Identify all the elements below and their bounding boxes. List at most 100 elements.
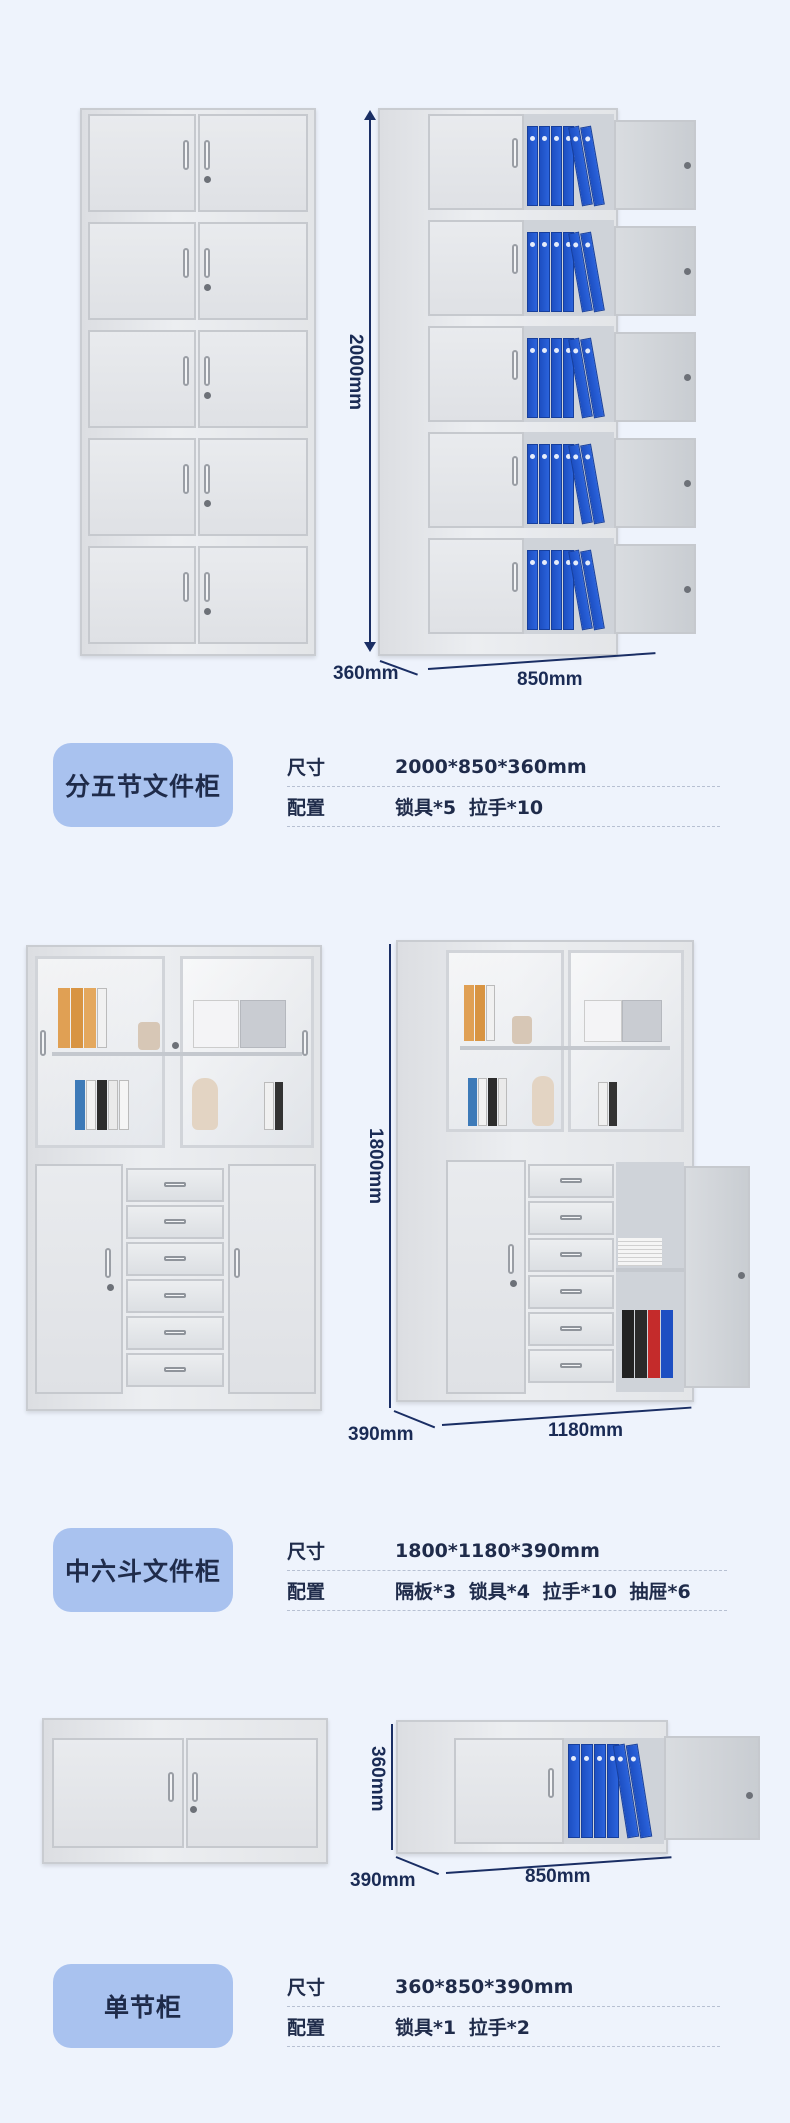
handle-icon [183,464,189,494]
binder-black [622,1310,634,1378]
drawer-pull-icon [164,1367,186,1372]
binder-icon [527,232,538,312]
cabinet-door-open [614,226,696,316]
cabinet-door-closed [428,326,524,422]
drawer-pull-icon [164,1293,186,1298]
cabinet-door-open [614,438,696,528]
drawer [126,1242,224,1276]
spec-value: 隔板*3 锁具*4 拉手*10 抽屉*6 [395,1581,691,1603]
drawer-pull-icon [164,1219,186,1224]
binder-icon [539,338,550,418]
drawer [126,1353,224,1387]
spec-row-config-1: 配置 锁具*5 拉手*10 [287,787,720,827]
drawer [528,1201,614,1235]
handle-icon [512,350,518,380]
binder-black [635,1310,647,1378]
drawer [126,1205,224,1239]
lock-icon [684,586,691,593]
product-2-name-tag: 中六斗文件柜 [53,1528,233,1612]
cabinet-door-left [88,546,196,644]
drawer [528,1238,614,1272]
handle-icon [512,456,518,486]
lock-icon [204,284,211,291]
spec-value: 2000*850*360mm [395,755,587,778]
lock-icon [204,500,211,507]
product-3-front-door-left [52,1738,184,1848]
cabinet-door-right [198,546,308,644]
product-2-open-door-left [446,1160,526,1394]
cabinet-door-left [88,222,196,320]
spec-value: 锁具*1 拉手*2 [395,2017,530,2039]
handle-icon [204,464,210,494]
binder-icon [527,126,538,206]
paper-stack [618,1238,662,1266]
cabinet-door-closed [428,220,524,316]
book [609,1082,617,1126]
shelf [460,1046,670,1050]
product-2-front-door-left [35,1164,123,1394]
binder-icon [539,550,550,630]
product-2-front-door-right [228,1164,316,1394]
product-3-name-tag: 单节柜 [53,1964,233,2048]
binder-icon [527,338,538,418]
shelf [616,1268,684,1272]
book [488,1078,497,1126]
binder-icon [551,338,562,418]
book [475,985,485,1041]
spec-row-size-3: 尺寸 360*850*390mm [287,1967,720,2007]
handle-icon [105,1248,111,1278]
book [58,988,70,1048]
lock-icon [684,162,691,169]
binder-icon [539,444,550,524]
spec-row-config-3: 配置 锁具*1 拉手*2 [287,2007,720,2047]
drawer-pull-icon [164,1182,186,1187]
lock-icon [684,268,691,275]
drawer-pull-icon [560,1289,582,1294]
dim-depth-label-3: 390mm [350,1870,416,1891]
dim-height-label-1: 2000mm [345,334,366,411]
book [108,1080,118,1130]
book [486,985,495,1041]
cabinet-door-open [614,120,696,210]
cabinet-door-closed [428,432,524,528]
dim-line-height-1 [369,112,371,648]
handle-icon [183,356,189,386]
spec-value: 360*850*390mm [395,1975,574,1998]
drawer-pull-icon [560,1363,582,1368]
dim-width-label-1: 850mm [517,669,583,690]
book [275,1082,283,1130]
lock-icon [738,1272,745,1279]
book [97,988,107,1048]
drawer-pull-icon [164,1256,186,1261]
binder-icon [551,126,562,206]
drawer [528,1349,614,1383]
cabinet-door-left [88,330,196,428]
dim-arrow-bottom-1 [364,642,376,652]
handle-icon [183,572,189,602]
drawer [126,1316,224,1350]
book [598,1082,608,1126]
vase-icon [532,1076,554,1126]
drawer-pull-icon [560,1215,582,1220]
cabinet-door-closed [428,114,524,210]
lock-icon [204,392,211,399]
handle-icon [302,1030,308,1056]
product-3-open-door-left [454,1738,564,1844]
lock-icon [190,1806,197,1813]
lock-icon [684,480,691,487]
cabinet-door-open [614,332,696,422]
drawer [126,1168,224,1202]
spec-value: 锁具*5 拉手*10 [395,797,544,819]
handle-icon [192,1772,198,1802]
spec-row-size-2: 尺寸 1800*1180*390mm [287,1531,727,1571]
spec-label: 尺寸 [287,1977,326,1999]
vase-icon [512,1016,532,1044]
cabinet-door-right [198,330,308,428]
cabinet-door-right [198,438,308,536]
drawer-pull-icon [560,1178,582,1183]
storage-box [193,1000,239,1048]
lock-icon [172,1042,179,1049]
book [84,988,96,1048]
spec-row-config-2: 配置 隔板*3 锁具*4 拉手*10 抽屉*6 [287,1571,727,1611]
dim-depth-label-1: 360mm [333,663,399,684]
